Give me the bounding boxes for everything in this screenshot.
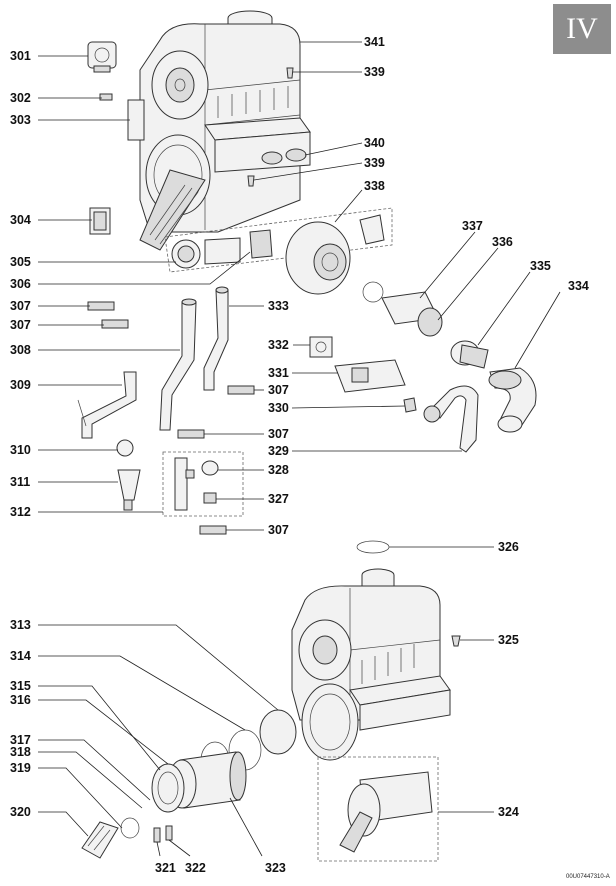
label-341: 341 bbox=[364, 35, 385, 49]
part-316-burner-door bbox=[151, 763, 185, 813]
group-frame-312 bbox=[162, 451, 244, 517]
part-302-screw bbox=[99, 93, 113, 101]
label-338: 338 bbox=[364, 179, 385, 193]
part-334-air-elbow bbox=[488, 367, 537, 433]
part-337-mixer bbox=[381, 291, 443, 337]
part-304-clip bbox=[89, 207, 111, 235]
label-307-b: 307 bbox=[10, 318, 31, 332]
label-320: 320 bbox=[10, 805, 31, 819]
part-330-nipple bbox=[403, 397, 417, 413]
label-332: 332 bbox=[268, 338, 289, 352]
label-307-a: 307 bbox=[10, 299, 31, 313]
part-305-sight-glass bbox=[171, 239, 201, 269]
o-ring bbox=[362, 281, 384, 303]
label-314: 314 bbox=[10, 649, 31, 663]
part-329-gas-pipe bbox=[423, 385, 479, 453]
label-325: 325 bbox=[498, 633, 519, 647]
part-327-clip bbox=[203, 492, 217, 504]
label-305: 305 bbox=[10, 255, 31, 269]
label-307-d: 307 bbox=[268, 383, 289, 397]
section-number: IV bbox=[566, 12, 598, 45]
label-339-b: 339 bbox=[364, 156, 385, 170]
part-301-control-unit bbox=[87, 41, 117, 73]
label-335: 335 bbox=[530, 259, 551, 273]
label-330: 330 bbox=[268, 401, 289, 415]
label-333: 333 bbox=[268, 299, 289, 313]
part-311-filter bbox=[117, 469, 141, 511]
label-311: 311 bbox=[10, 475, 30, 489]
part-319-o-ring bbox=[120, 817, 140, 839]
label-327: 327 bbox=[268, 492, 289, 506]
part-333-water-pipe bbox=[203, 286, 229, 391]
label-310: 310 bbox=[10, 443, 31, 457]
label-312: 312 bbox=[10, 505, 31, 519]
label-326: 326 bbox=[498, 540, 519, 554]
label-329: 329 bbox=[268, 444, 289, 458]
part-324-burner-assembly bbox=[339, 771, 433, 853]
part-338-fan bbox=[285, 214, 385, 295]
part-309-water-pipe bbox=[77, 371, 137, 439]
part-313-gasket bbox=[259, 709, 297, 755]
label-306: 306 bbox=[10, 277, 31, 291]
part-307-clips bbox=[87, 301, 255, 535]
label-307-e: 307 bbox=[268, 427, 289, 441]
label-319: 319 bbox=[10, 761, 31, 775]
label-315: 315 bbox=[10, 679, 31, 693]
part-328-fitting bbox=[201, 460, 219, 476]
label-331: 331 bbox=[268, 366, 289, 380]
label-339-a: 339 bbox=[364, 65, 385, 79]
label-324: 324 bbox=[498, 805, 519, 819]
part-310-fitting bbox=[116, 439, 134, 457]
section-marker: IV bbox=[553, 4, 611, 54]
group-frame-324 bbox=[317, 756, 439, 862]
heat-exchanger-top-assembly bbox=[139, 10, 311, 251]
label-336: 336 bbox=[492, 235, 513, 249]
part-331-gas-valve bbox=[334, 359, 406, 393]
label-317: 317 bbox=[10, 733, 31, 747]
label-307-f: 307 bbox=[268, 523, 289, 537]
label-302: 302 bbox=[10, 91, 31, 105]
leader-lines bbox=[38, 41, 561, 857]
part-312-manifold bbox=[174, 457, 195, 511]
heat-exchanger-bottom-assembly bbox=[291, 540, 461, 761]
label-301: 301 bbox=[10, 49, 31, 63]
part-320-burner-tube bbox=[81, 821, 119, 859]
label-328: 328 bbox=[268, 463, 289, 477]
group-frame-upper bbox=[164, 207, 393, 273]
part-306-electrode bbox=[204, 229, 273, 265]
label-309: 309 bbox=[10, 378, 31, 392]
label-313: 313 bbox=[10, 618, 31, 632]
label-337: 337 bbox=[462, 219, 483, 233]
label-334: 334 bbox=[568, 279, 589, 293]
part-number-labels: 301 302 303 304 305 306 307 307 308 309 … bbox=[10, 35, 589, 875]
label-340: 340 bbox=[364, 136, 385, 150]
label-316: 316 bbox=[10, 693, 31, 707]
part-303-bracket bbox=[127, 99, 145, 141]
label-308: 308 bbox=[10, 343, 31, 357]
label-322: 322 bbox=[185, 861, 206, 875]
part-332-gasket bbox=[309, 336, 333, 358]
label-304: 304 bbox=[10, 213, 31, 227]
label-303: 303 bbox=[10, 113, 31, 127]
label-323: 323 bbox=[265, 861, 286, 875]
part-335-venturi bbox=[450, 340, 489, 369]
label-318: 318 bbox=[10, 745, 31, 759]
label-321: 321 bbox=[155, 861, 176, 875]
part-308-water-pipe bbox=[159, 298, 197, 431]
part-321-322-electrodes bbox=[153, 825, 173, 843]
drawing-code: 00U07447310-A bbox=[566, 874, 610, 880]
